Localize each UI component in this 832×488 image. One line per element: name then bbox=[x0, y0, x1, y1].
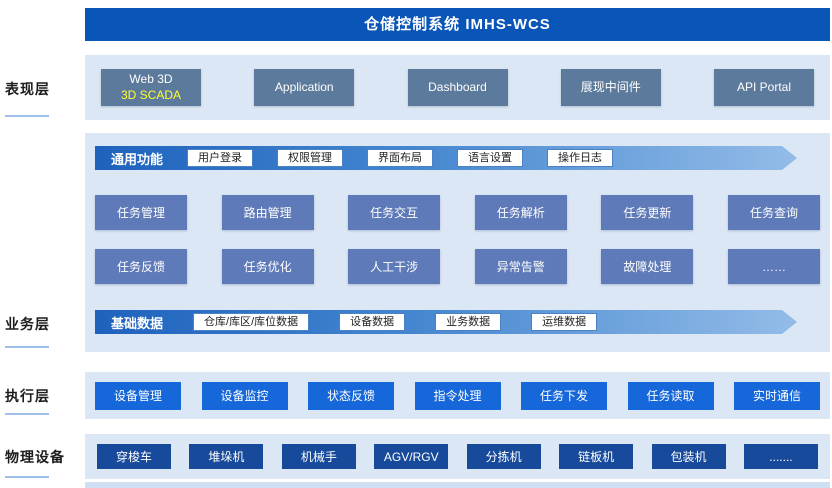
presentation-box-application: Application bbox=[254, 69, 355, 106]
common-functions-label: 通用功能 bbox=[111, 151, 164, 167]
task-box-feedback: 任务反馈 bbox=[95, 249, 187, 284]
presentation-box-web3d: Web 3D 3D SCADA bbox=[101, 69, 201, 106]
chip-op-log: 操作日志 bbox=[547, 149, 613, 167]
chip-layout: 界面布局 bbox=[367, 149, 433, 167]
side-underline-business bbox=[5, 346, 49, 348]
scada-label: 3D SCADA bbox=[120, 87, 182, 102]
chip-ops-data: 运维数据 bbox=[531, 313, 597, 331]
chip-device-data: 设备数据 bbox=[339, 313, 405, 331]
task-box-optimize: 任务优化 bbox=[221, 249, 314, 284]
side-underline-physical bbox=[5, 476, 49, 478]
task-box-interaction: 任务交互 bbox=[348, 195, 441, 230]
exec-box-command-process: 指令处理 bbox=[414, 381, 501, 410]
task-box-update: 任务更新 bbox=[601, 195, 694, 230]
chip-user-login: 用户登录 bbox=[187, 149, 253, 167]
task-box-alarm: 异常告警 bbox=[474, 249, 567, 284]
task-box-manual: 人工干涉 bbox=[348, 249, 441, 284]
phys-box-robot-arm: 机械手 bbox=[281, 444, 356, 469]
common-functions-banner: 通用功能 用户登录 权限管理 界面布局 语言设置 操作日志 bbox=[95, 146, 797, 170]
presentation-layer-panel: Web 3D 3D SCADA Application Dashboard 展现… bbox=[85, 55, 830, 120]
chip-warehouse-data: 仓库/库区/库位数据 bbox=[193, 313, 309, 331]
task-box-routing: 路由管理 bbox=[221, 195, 314, 230]
task-box-manage: 任务管理 bbox=[95, 195, 187, 230]
diagram-title: 仓储控制系统 IMHS-WCS bbox=[85, 8, 830, 41]
side-label-presentation: 表现层 bbox=[5, 81, 50, 97]
business-layer-panel: 通用功能 用户登录 权限管理 界面布局 语言设置 操作日志 任务管理 路由管理 … bbox=[85, 133, 830, 352]
phys-box-ellipsis: ....... bbox=[743, 444, 818, 469]
task-box-query: 任务查询 bbox=[727, 195, 820, 230]
side-underline-presentation bbox=[5, 115, 49, 117]
task-box-ellipsis: …… bbox=[727, 249, 820, 284]
phys-box-chain-conveyor: 链板机 bbox=[559, 444, 634, 469]
phys-box-sorter: 分拣机 bbox=[466, 444, 541, 469]
exec-box-device-monitor: 设备监控 bbox=[201, 381, 288, 410]
exec-box-task-dispatch: 任务下发 bbox=[521, 381, 607, 410]
presentation-box-dashboard: Dashboard bbox=[407, 69, 508, 106]
phys-box-stacker: 堆垛机 bbox=[189, 444, 264, 469]
chip-permission: 权限管理 bbox=[277, 149, 343, 167]
phys-box-agv-rgv: AGV/RGV bbox=[374, 444, 449, 469]
task-box-fault: 故障处理 bbox=[601, 249, 694, 284]
execution-layer-panel: 设备管理 设备监控 状态反馈 指令处理 任务下发 任务读取 实时通信 bbox=[85, 372, 830, 419]
exec-box-status-feedback: 状态反馈 bbox=[308, 381, 394, 410]
exec-box-device-manage: 设备管理 bbox=[95, 381, 181, 410]
web3d-label: Web 3D bbox=[129, 71, 173, 86]
side-label-physical: 物理设备 bbox=[5, 449, 65, 465]
presentation-box-api-portal: API Portal bbox=[714, 69, 814, 106]
phys-box-packer: 包装机 bbox=[651, 444, 726, 469]
exec-box-task-read: 任务读取 bbox=[627, 381, 714, 410]
task-row-2: 任务反馈 任务优化 人工干涉 异常告警 故障处理 …… bbox=[95, 249, 820, 284]
base-data-banner: 基础数据 仓库/库区/库位数据 设备数据 业务数据 运维数据 bbox=[95, 310, 797, 334]
base-data-label: 基础数据 bbox=[111, 315, 164, 331]
chip-language: 语言设置 bbox=[457, 149, 523, 167]
bottom-strip bbox=[85, 482, 830, 488]
exec-box-realtime-comm: 实时通信 bbox=[734, 381, 820, 410]
side-underline-execution bbox=[5, 413, 49, 415]
side-label-business: 业务层 bbox=[5, 316, 50, 332]
chip-business-data: 业务数据 bbox=[435, 313, 501, 331]
physical-devices-panel: 穿梭车 堆垛机 机械手 AGV/RGV 分拣机 链板机 包装机 ....... bbox=[85, 434, 830, 479]
task-row-1: 任务管理 路由管理 任务交互 任务解析 任务更新 任务查询 bbox=[95, 195, 820, 230]
side-label-execution: 执行层 bbox=[5, 388, 50, 404]
presentation-box-middleware: 展现中间件 bbox=[560, 69, 661, 106]
task-box-parse: 任务解析 bbox=[474, 195, 567, 230]
phys-box-shuttle: 穿梭车 bbox=[97, 444, 171, 469]
